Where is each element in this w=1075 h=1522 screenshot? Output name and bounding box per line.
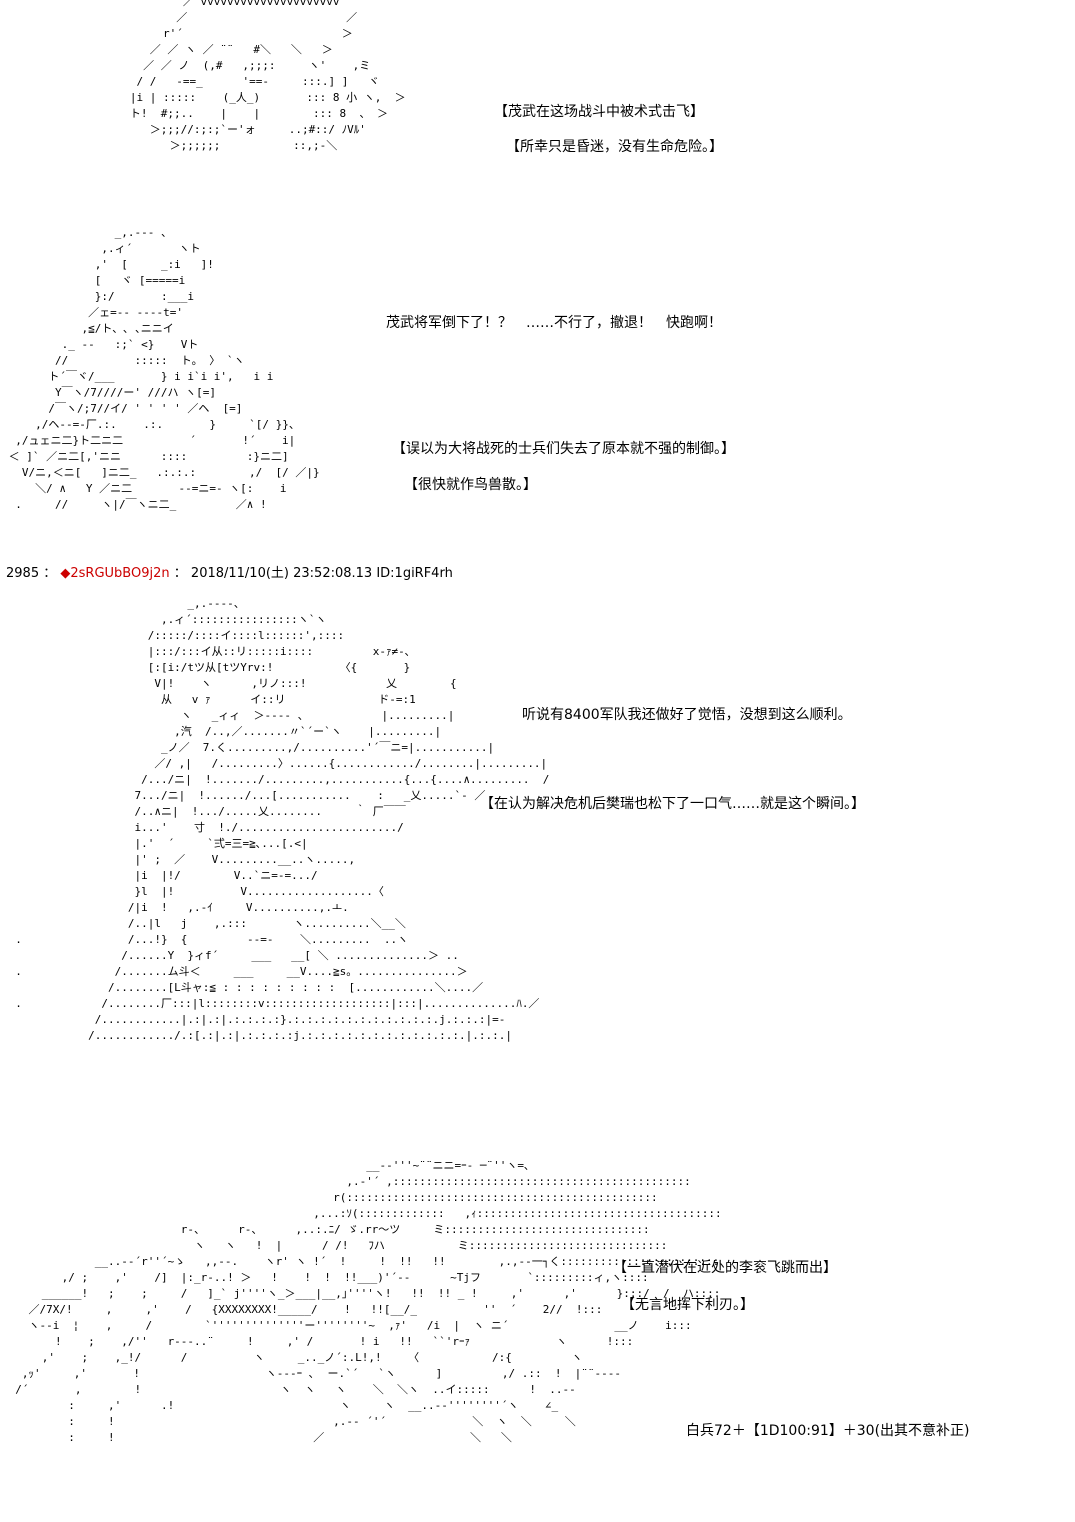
ascii-art-fan-rui: _,.-‐‐-、 ,.ィ´::::::::::::::::ヽ`ヽ /:::::/… xyxy=(15,597,550,1042)
dice-roll-text: 白兵72＋【1D100:91】＋30(出其不意补正) xyxy=(686,1423,970,1439)
post-number: 2985 xyxy=(6,566,40,581)
narration-text: 【无言地挥下利刃。】 xyxy=(621,1297,754,1313)
narration-text: 【很快就作鸟兽散。】 xyxy=(404,477,537,493)
post-separator: ： xyxy=(43,566,57,581)
narration-text: 【在认为解决危机后樊瑞也松下了一口气……就是这个瞬间。】 xyxy=(480,796,865,812)
narration-text: 【一直潜伏在近处的李衮飞跳而出】 xyxy=(613,1260,837,1276)
post-separator: ： xyxy=(173,566,187,581)
dialogue-text: 听说有8400军队我还做好了觉悟，没想到这么顺利。 xyxy=(522,707,852,723)
post-header: 2985 ： ◆2sRGUbBO9j2n ： 2018/11/10(土) 23:… xyxy=(6,565,453,582)
poster-tripcode[interactable]: ◆2sRGUbBO9j2n xyxy=(60,566,170,581)
ascii-art-ambush: __-‐'''~¨¨ニニ=ｰ- ─¨''ヽ=､ ,.-'´ ,:::::::::… xyxy=(15,1159,722,1444)
narration-text: 【茂武在这场战斗中被术式击飞】 xyxy=(494,104,704,120)
ascii-art-soldier: _,.--‐ 、 ,.ィ´ ヽト ,' [ _:i ]! [ ヾ [=====i… xyxy=(8,226,320,511)
narration-text: 【误以为大将战死的士兵们失去了原本就不强的制御。】 xyxy=(392,441,735,457)
dialogue-text: 茂武将军倒下了！？ ……不行了，撤退！ 快跑啊！ xyxy=(386,315,722,331)
ascii-art-top: ／ vvvvvvvvvvvvvvvvvvvvv ／ ／ r'´ ＞ ／ ／ ヽ … xyxy=(129,0,406,152)
post-date-id: 2018/11/10(土) 23:52:08.13 ID:1giRF4rh xyxy=(190,566,453,581)
narration-text: 【所幸只是昏迷，没有生命危险。】 xyxy=(506,139,723,155)
